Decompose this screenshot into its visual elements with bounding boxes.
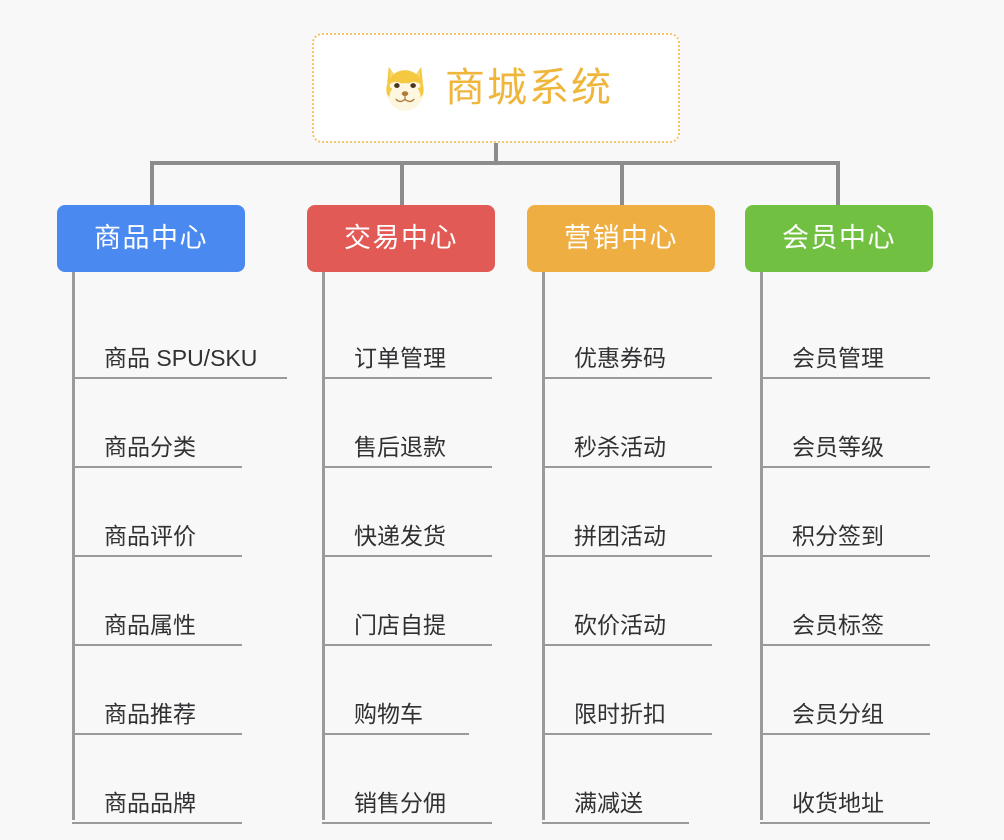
leaf-item[interactable]: 门店自提 — [322, 557, 492, 646]
leaf-column-product: 商品 SPU/SKU 商品分类 商品评价 商品属性 商品推荐 商品品牌 — [57, 272, 287, 832]
leaf-underline — [760, 644, 930, 646]
connector-drop-1 — [150, 161, 154, 207]
category-header-label: 商品中心 — [94, 223, 208, 253]
root-node-title: 商城系统 — [445, 66, 613, 110]
leaf-item[interactable]: 会员等级 — [760, 379, 930, 468]
leaf-item[interactable]: 商品 SPU/SKU — [72, 290, 287, 379]
leaf-item-label: 快递发货 — [354, 522, 446, 549]
leaf-underline — [72, 377, 287, 379]
leaf-item-label: 商品推荐 — [104, 700, 196, 727]
leaf-item[interactable]: 商品品牌 — [72, 735, 242, 824]
leaf-item-label: 会员标签 — [792, 611, 884, 638]
leaf-item[interactable]: 拼团活动 — [542, 468, 712, 557]
category-header-trade[interactable]: 交易中心 — [307, 205, 495, 272]
leaf-column-member: 会员管理 会员等级 积分签到 会员标签 会员分组 收货地址 — [745, 272, 975, 832]
connector-drop-4 — [836, 161, 840, 207]
leaf-underline — [72, 466, 242, 468]
leaf-item[interactable]: 收货地址 — [760, 735, 930, 824]
leaf-underline — [322, 377, 492, 379]
leaf-item[interactable]: 满减送 — [542, 735, 689, 824]
leaf-item[interactable]: 积分签到 — [760, 468, 930, 557]
leaf-item[interactable]: 快递发货 — [322, 468, 492, 557]
leaf-underline — [322, 733, 469, 735]
leaf-item-label: 商品分类 — [104, 433, 196, 460]
leaf-item-label: 商品品牌 — [104, 789, 196, 816]
connector-horizontal-bus — [150, 161, 840, 165]
connector-root-stem — [494, 143, 498, 164]
leaf-item[interactable]: 售后退款 — [322, 379, 492, 468]
leaf-item-label: 满减送 — [574, 789, 643, 816]
column-spine — [322, 272, 325, 820]
leaf-underline — [322, 822, 492, 824]
leaf-underline — [760, 377, 930, 379]
leaf-item-label: 门店自提 — [354, 611, 446, 638]
leaf-item[interactable]: 购物车 — [322, 646, 469, 735]
leaf-item-label: 会员分组 — [792, 700, 884, 727]
column-spine — [542, 272, 545, 820]
leaf-item-label: 商品 SPU/SKU — [104, 344, 258, 371]
leaf-item-label: 会员管理 — [792, 344, 884, 371]
leaf-underline — [542, 466, 712, 468]
column-spine — [72, 272, 75, 820]
leaf-underline — [72, 555, 242, 557]
leaf-item[interactable]: 销售分佣 — [322, 735, 492, 824]
leaf-item[interactable]: 优惠券码 — [542, 290, 712, 379]
leaf-underline — [542, 377, 712, 379]
connector-drop-3 — [620, 161, 624, 207]
leaf-underline — [72, 644, 242, 646]
category-header-product[interactable]: 商品中心 — [57, 205, 245, 272]
leaf-item[interactable]: 商品评价 — [72, 468, 242, 557]
leaf-underline — [542, 644, 712, 646]
leaf-item-label: 订单管理 — [354, 344, 446, 371]
leaf-item-label: 秒杀活动 — [574, 433, 666, 460]
leaf-item-label: 会员等级 — [792, 433, 884, 460]
leaf-underline — [322, 555, 492, 557]
leaf-item[interactable]: 砍价活动 — [542, 557, 712, 646]
leaf-item-label: 售后退款 — [354, 433, 446, 460]
leaf-column-trade: 订单管理 售后退款 快递发货 门店自提 购物车 销售分佣 — [307, 272, 537, 832]
leaf-item[interactable]: 秒杀活动 — [542, 379, 712, 468]
leaf-item-label: 积分签到 — [792, 522, 884, 549]
connector-drop-2 — [400, 161, 404, 207]
leaf-underline — [542, 822, 689, 824]
leaf-underline — [760, 822, 930, 824]
leaf-item-label: 销售分佣 — [354, 789, 446, 816]
leaf-item[interactable]: 限时折扣 — [542, 646, 712, 735]
leaf-item[interactable]: 商品推荐 — [72, 646, 242, 735]
leaf-item[interactable]: 商品属性 — [72, 557, 242, 646]
category-header-label: 营销中心 — [564, 223, 678, 253]
leaf-item-label: 商品评价 — [104, 522, 196, 549]
leaf-item[interactable]: 会员标签 — [760, 557, 930, 646]
leaf-item-label: 优惠券码 — [574, 344, 666, 371]
leaf-underline — [542, 555, 712, 557]
leaf-underline — [760, 733, 930, 735]
leaf-item-label: 限时折扣 — [574, 700, 666, 727]
leaf-underline — [322, 644, 492, 646]
leaf-underline — [72, 822, 242, 824]
leaf-underline — [322, 466, 492, 468]
leaf-item-label: 商品属性 — [104, 611, 196, 638]
shiba-dog-face-icon — [386, 66, 424, 111]
leaf-column-marketing: 优惠券码 秒杀活动 拼团活动 砍价活动 限时折扣 满减送 — [527, 272, 757, 832]
leaf-underline — [760, 555, 930, 557]
leaf-item[interactable]: 会员分组 — [760, 646, 930, 735]
leaf-item-label: 收货地址 — [792, 789, 884, 816]
leaf-item[interactable]: 订单管理 — [322, 290, 492, 379]
category-header-label: 交易中心 — [344, 223, 458, 253]
root-node-mall-system[interactable]: 商城系统 — [312, 33, 680, 143]
leaf-item-label: 拼团活动 — [574, 522, 666, 549]
category-header-member[interactable]: 会员中心 — [745, 205, 933, 272]
leaf-item[interactable]: 会员管理 — [760, 290, 930, 379]
leaf-underline — [542, 733, 712, 735]
category-header-label: 会员中心 — [782, 223, 896, 253]
leaf-item-label: 砍价活动 — [574, 611, 666, 638]
leaf-underline — [760, 466, 930, 468]
leaf-underline — [72, 733, 242, 735]
category-header-marketing[interactable]: 营销中心 — [527, 205, 715, 272]
leaf-item-label: 购物车 — [354, 700, 423, 727]
column-spine — [760, 272, 763, 820]
leaf-item[interactable]: 商品分类 — [72, 379, 242, 468]
